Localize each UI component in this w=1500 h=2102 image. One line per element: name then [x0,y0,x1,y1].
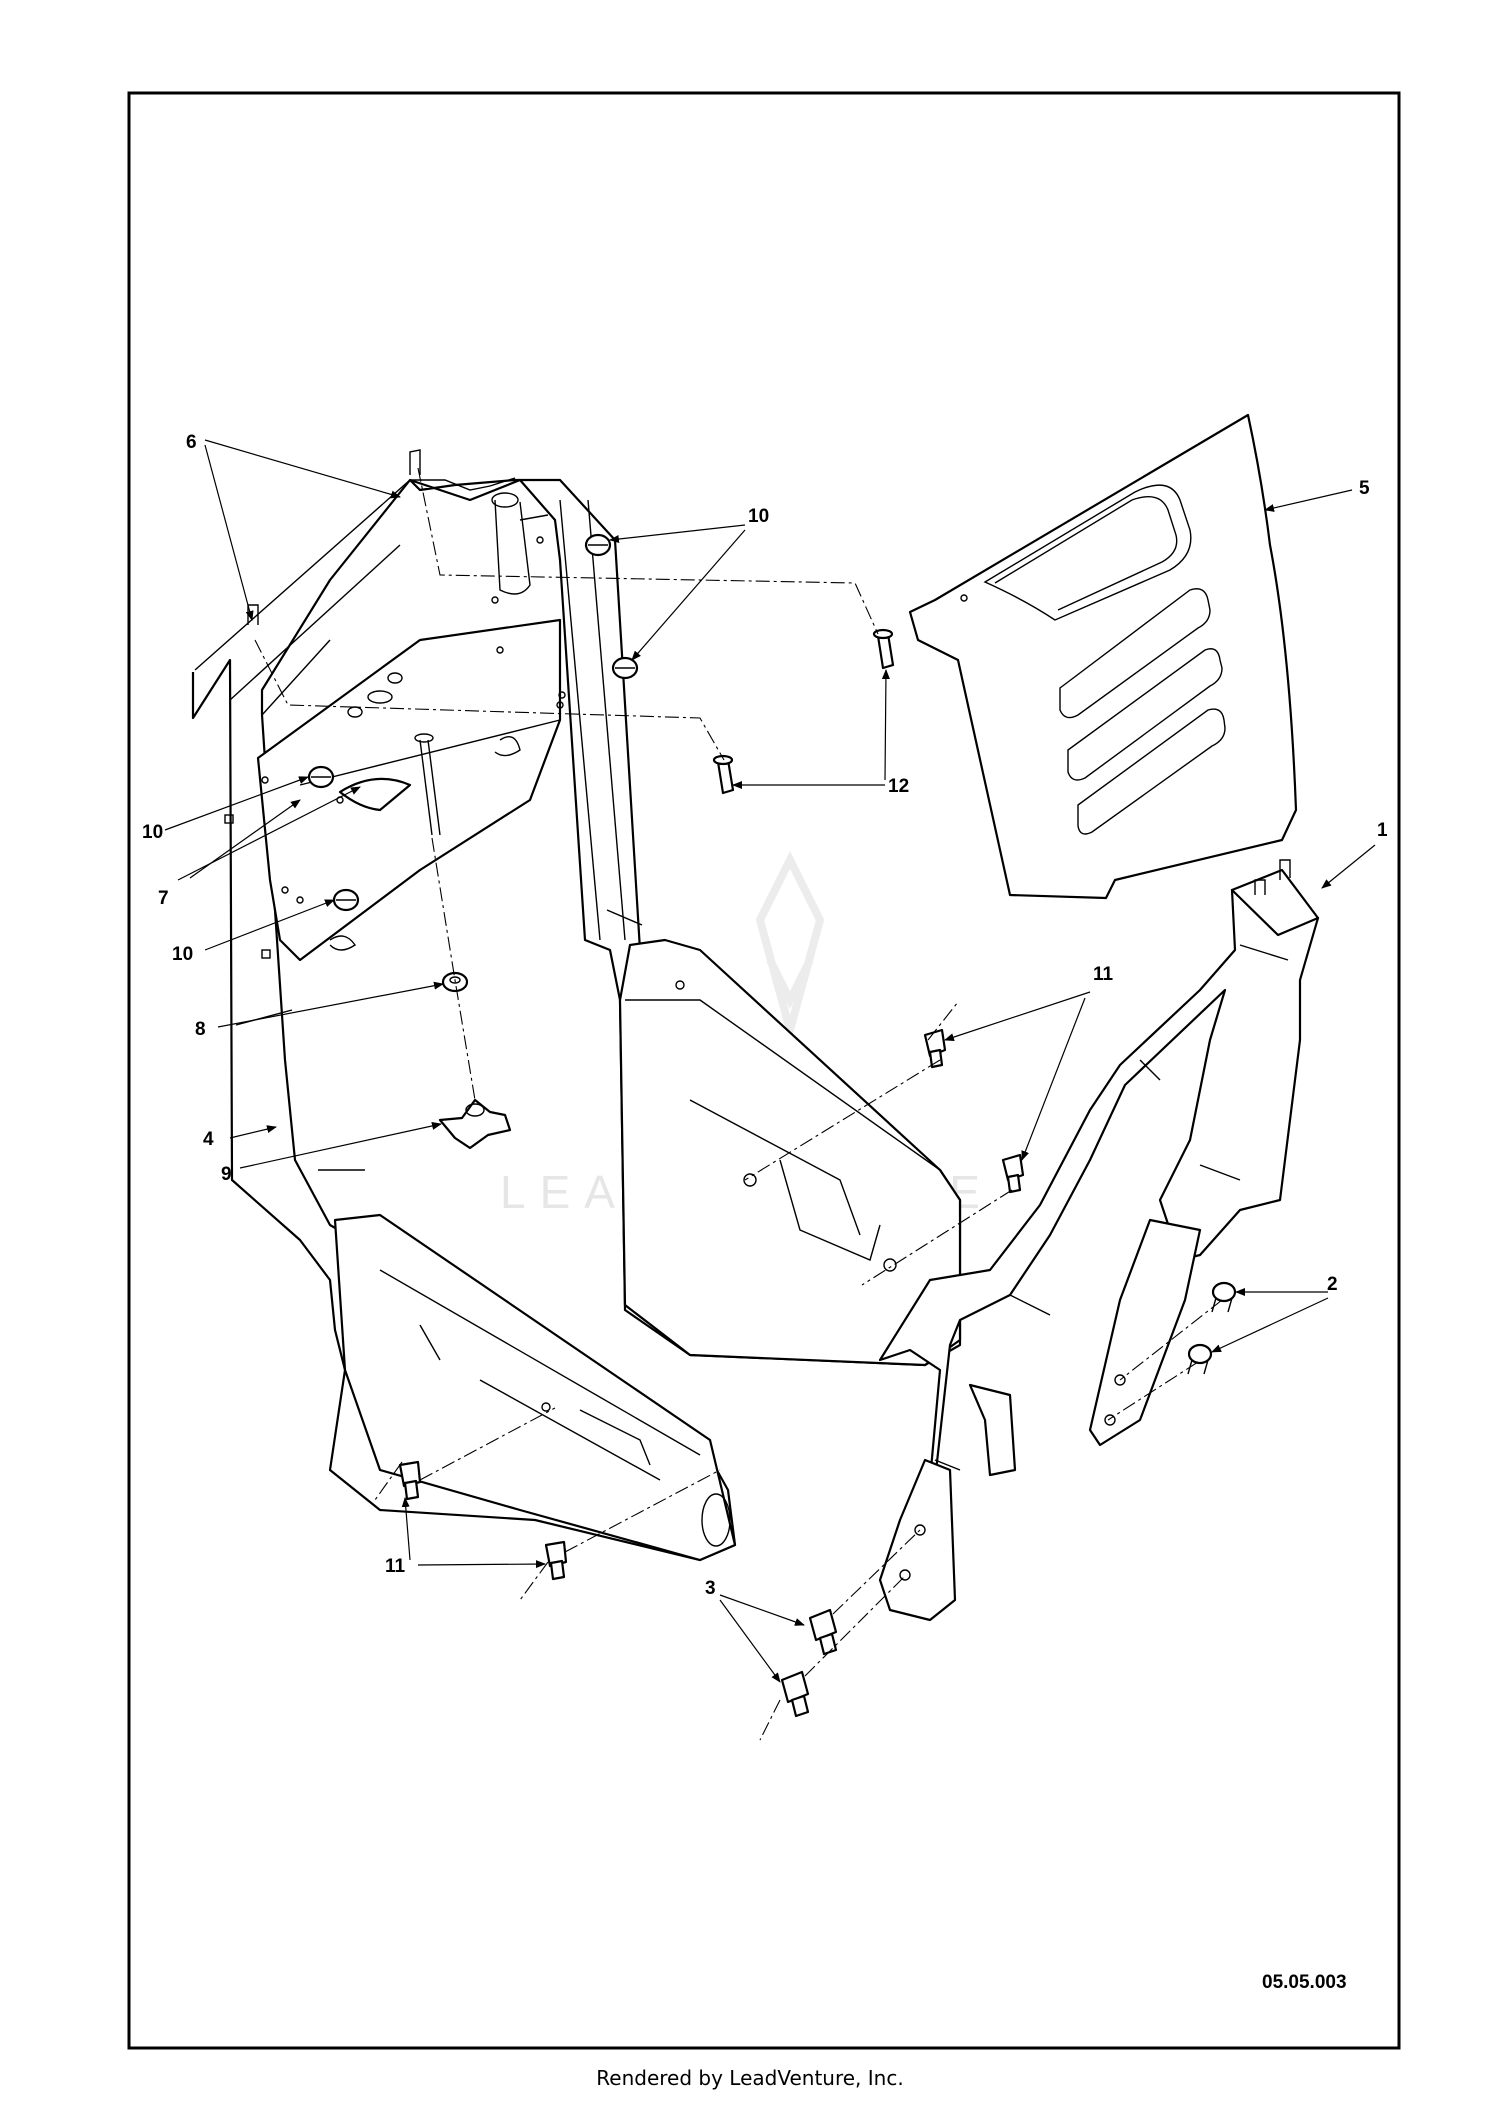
part-2-nut-a [1211,1281,1237,1313]
part-11-bolt-a [923,1028,947,1069]
callout-12: 12 [888,776,909,797]
callout-11-left: 11 [385,1556,406,1577]
callout-5: 5 [1359,478,1370,499]
part-11-bolt-d [544,1540,568,1581]
part-10-knob-c [307,765,335,789]
part-9-wing-knob [438,1098,512,1150]
part-5-cover-panel [908,413,1298,900]
assembly-lines [254,467,1223,1741]
callout-7: 7 [158,888,169,909]
drawing-frame [127,91,1401,2050]
part-11-bolt-c [398,1460,422,1501]
callout-2: 2 [1327,1274,1338,1295]
part-12-pin-b [712,754,735,795]
callout-10-lower: 10 [172,944,193,965]
footer-credit: Rendered by LeadVenture, Inc. [596,2066,904,2090]
part-1-side-frame [878,859,1320,1622]
part-3-bolt-b [780,1670,810,1718]
callout-11-right: 11 [1093,964,1114,985]
fasteners [307,533,1237,1718]
callout-10-left: 10 [142,822,163,843]
callout-1: 1 [1377,820,1388,841]
callout-3: 3 [705,1578,716,1599]
part-10-knob-b [611,656,639,680]
part-12-pin-a [872,628,895,670]
callout-6: 6 [186,432,197,453]
callout-8: 8 [195,1019,206,1040]
part-2-nut-b [1187,1343,1213,1375]
drawing-code: 05.05.003 [1262,1972,1347,1993]
leader-lines [164,439,1376,1683]
part-4-main-frame [191,449,962,1562]
part-11-bolt-b [1001,1153,1025,1194]
part-3-bolt-a [808,1608,838,1656]
callout-9: 9 [221,1164,232,1185]
callouts: 1 2 3 4 5 6 7 8 9 10 10 10 11 11 12 [142,432,1388,1599]
callout-10-top: 10 [748,506,769,527]
part-10-knob-d [332,888,360,912]
part-10-knob-a [584,533,612,557]
callout-4: 4 [203,1129,214,1150]
